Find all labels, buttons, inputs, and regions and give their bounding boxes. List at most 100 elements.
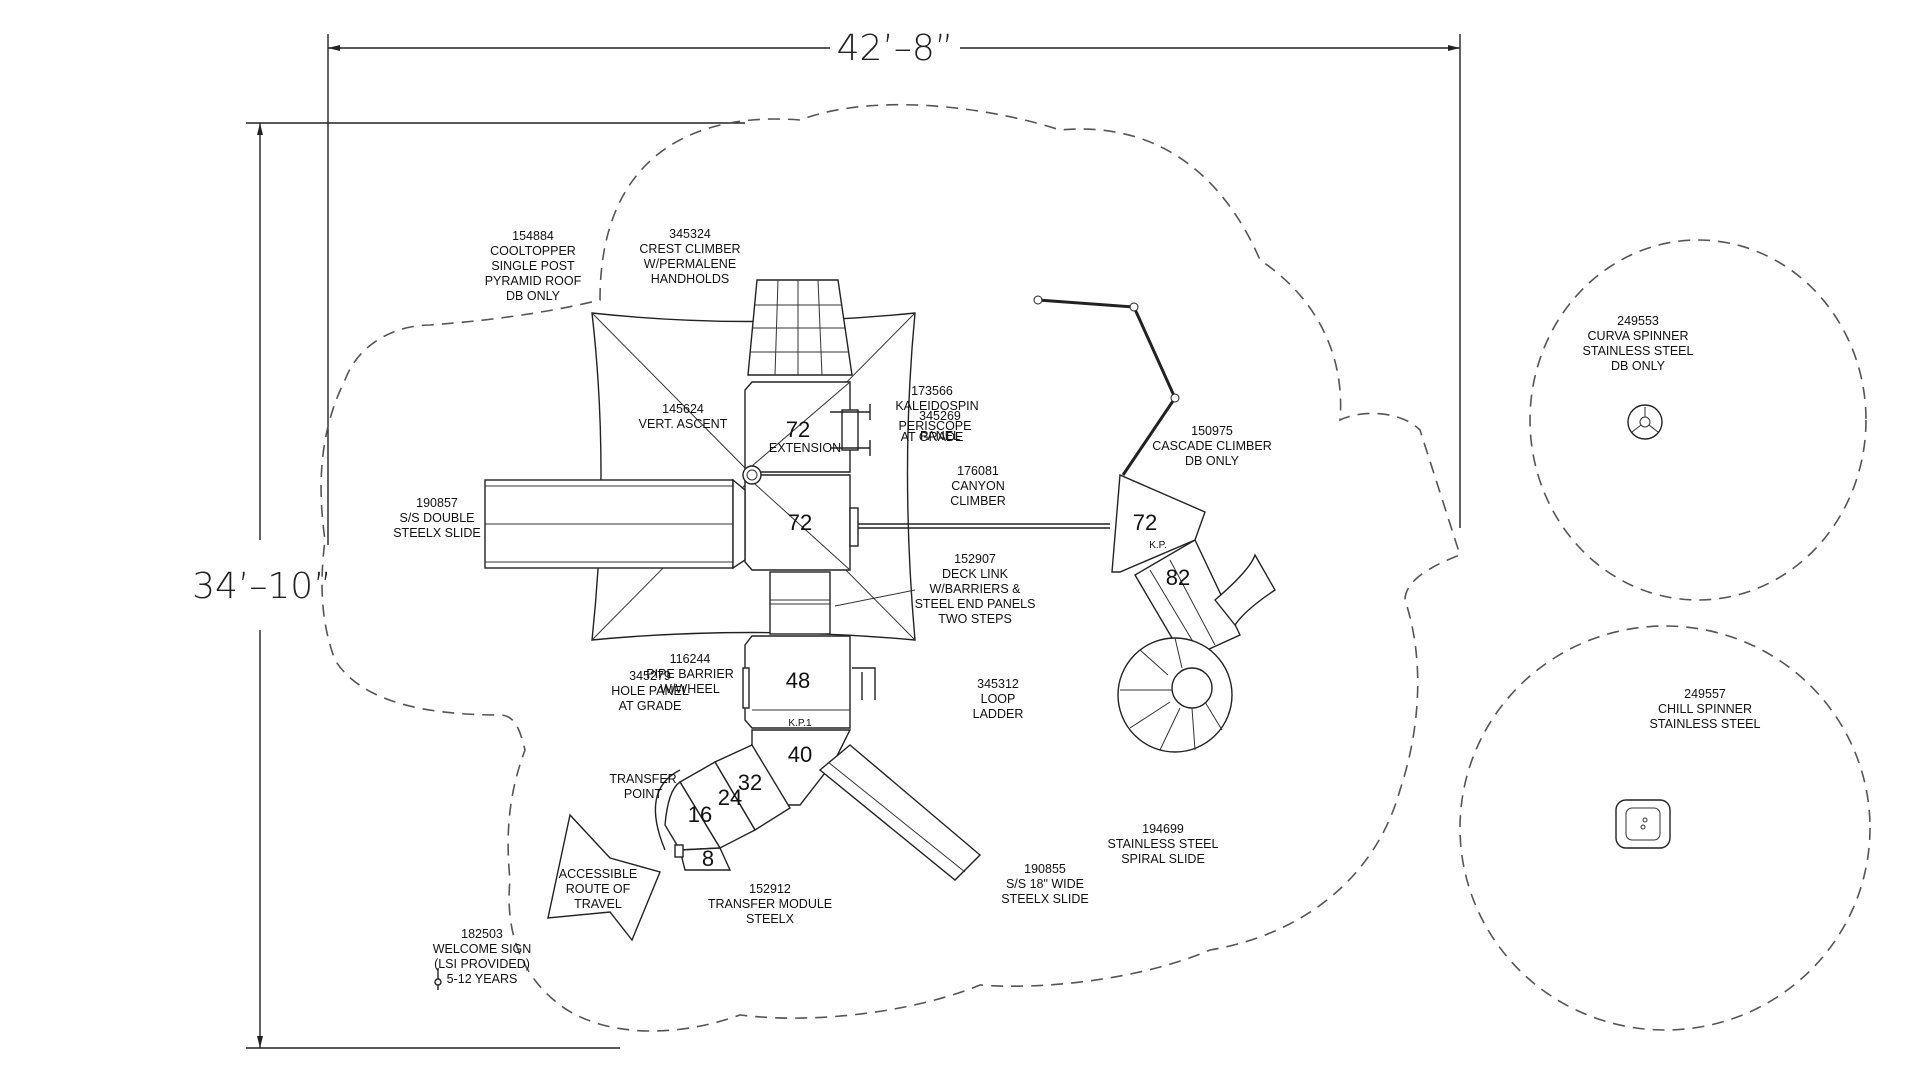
cascade-climber	[1033, 295, 1180, 476]
welcome-sign-label: 182503 WELCOME SIGN (LSI PROVIDED) 5-12 …	[433, 927, 532, 986]
kaleidospin-label: 173566 KALEIDOSPIN PANEL 345269 PERISCOP…	[895, 384, 978, 444]
height-dimension: 34’–10”	[192, 122, 745, 1049]
transfer-point-label-line: TRANSFER	[609, 772, 676, 786]
hole-panel-label-line: 345279	[629, 669, 671, 683]
accessible-route-label-line: ROUTE OF	[566, 882, 631, 896]
crest-climber-label-line: CREST CLIMBER	[639, 242, 740, 256]
double-slide-label: 190857 S/S DOUBLE STEELX SLIDE	[393, 496, 481, 540]
welcome-sign-label-line: 182503	[461, 927, 503, 941]
crest-climber-label-line: W/PERMALENE	[644, 257, 736, 271]
kaleidospin-label-line: 173566	[911, 384, 953, 398]
curva-spinner	[1627, 404, 1663, 440]
kaleidospin-label-line: PANEL	[920, 429, 960, 443]
cooltopper-label-line: SINGLE POST	[491, 259, 575, 273]
wide-slide-label-line: 190855	[1024, 862, 1066, 876]
canyon-climber-label: 176081 CANYON CLIMBER	[950, 464, 1006, 508]
deck-height-72-b: 72	[788, 510, 812, 535]
deck-link-label: 152907 DECK LINK W/BARRIERS & STEEL END …	[834, 552, 1036, 626]
deck-height-72-c: 72	[1133, 510, 1157, 535]
curva-spinner-label-line: CURVA SPINNER	[1588, 329, 1689, 343]
transfer-point-label-line: POINT	[624, 787, 663, 801]
pipe-barrier-label-line: 116244	[670, 652, 711, 666]
crest-climber-label: 345324 CREST CLIMBER W/PERMALENE HANDHOL…	[639, 227, 740, 286]
welcome-sign-label-line: WELCOME SIGN	[433, 942, 532, 956]
width-dimension: 42’–8”	[327, 28, 1461, 545]
spiral-slide: 82	[1117, 539, 1276, 753]
chill-spinner-label-line: STAINLESS STEEL	[1650, 717, 1761, 731]
width-dimension-label: 42’–8”	[837, 28, 954, 69]
canyon-climber	[849, 507, 1110, 547]
extension-label: EXTENSION	[769, 441, 841, 455]
step-height-24: 24	[718, 785, 742, 810]
kaleidospin-label-line: 345269	[919, 409, 961, 423]
deck-link-label-line: W/BARRIERS &	[930, 582, 1022, 596]
transfer-module: 32 24 16 8	[654, 744, 791, 871]
transfer-module-label-line: STEELX	[746, 912, 795, 926]
crest-climber-label-line: 345324	[669, 227, 711, 241]
mid-deck: 48 K.P.1	[742, 635, 876, 729]
spiral-slide-label-line: STAINLESS STEEL	[1108, 837, 1219, 851]
chill-spinner	[1615, 799, 1671, 849]
crest-climber-label-line: HANDHOLDS	[651, 272, 730, 286]
wide-slide	[818, 744, 982, 881]
step-height-32: 32	[738, 770, 762, 795]
double-slide	[484, 478, 746, 570]
step-height-8: 8	[702, 846, 714, 871]
welcome-sign-label-line: (LSI PROVIDED)	[434, 957, 530, 971]
hole-panel-label: 345279 HOLE PANEL AT GRADE	[611, 669, 689, 713]
wide-slide-label-line: STEELX SLIDE	[1001, 892, 1089, 906]
canyon-climber-label-line: CANYON	[951, 479, 1004, 493]
cascade-climber-label-line: 150975	[1191, 424, 1233, 438]
deck-height-40: 40	[788, 742, 812, 767]
cascade-climber-label-line: DB ONLY	[1185, 454, 1240, 468]
curva-spinner-zone	[1529, 239, 1867, 601]
deck-link	[769, 571, 831, 635]
step-height-16: 16	[688, 802, 712, 827]
accessible-route-label: ACCESSIBLE ROUTE OF TRAVEL	[559, 867, 638, 911]
accessible-route-label-line: ACCESSIBLE	[559, 867, 638, 881]
spiral-slide-label-line: SPIRAL SLIDE	[1121, 852, 1205, 866]
hole-panel-label-line: HOLE PANEL	[611, 684, 689, 698]
welcome-sign-post	[434, 968, 442, 990]
wide-slide-label-line: S/S 18" WIDE	[1006, 877, 1084, 891]
transfer-point-label: TRANSFER POINT	[609, 772, 676, 801]
accessible-route-label-line: TRAVEL	[574, 897, 622, 911]
loop-ladder-label: 345312 LOOP LADDER	[973, 677, 1024, 721]
deck-height-72-a: 72	[786, 417, 810, 442]
double-slide-label-line: S/S DOUBLE	[399, 511, 474, 525]
loop-ladder-label-line: LOOP	[981, 692, 1016, 706]
chill-spinner-label: 249557 CHILL SPINNER STAINLESS STEEL	[1650, 687, 1761, 731]
hole-panel-label-line: AT GRADE	[619, 699, 682, 713]
chill-spinner-label-line: CHILL SPINNER	[1658, 702, 1752, 716]
spiral-slide-label: 194699 STAINLESS STEEL SPIRAL SLIDE	[1108, 822, 1219, 866]
kp-label: K.P.	[1149, 540, 1167, 551]
loop-ladder-label-line: LADDER	[973, 707, 1024, 721]
cooltopper-label-line: 154884	[512, 229, 554, 243]
upper-deck-a: 72 EXTENSION	[744, 381, 851, 473]
deck-link-label-line: STEEL END PANELS	[915, 597, 1036, 611]
vert-ascent-label-line: VERT. ASCENT	[639, 417, 728, 431]
chill-spinner-label-line: 249557	[1684, 687, 1726, 701]
pipe-barrier-label-line: PIPE BARRIER	[646, 667, 734, 681]
accessible-route-arrow	[547, 813, 661, 942]
deck-link-label-line: 152907	[954, 552, 996, 566]
canyon-climber-label-line: 176081	[957, 464, 999, 478]
curva-spinner-label-line: 249553	[1617, 314, 1659, 328]
kaleidospin-panel	[830, 404, 871, 456]
loop-ladder-label-line: 345312	[977, 677, 1019, 691]
cascade-climber-label: 150975 CASCADE CLIMBER DB ONLY	[1152, 424, 1271, 468]
wide-slide-label: 190855 S/S 18" WIDE STEELX SLIDE	[1001, 862, 1089, 906]
deck-height-48: 48	[786, 668, 810, 693]
kaleidospin-label-line: KALEIDOSPIN	[895, 399, 978, 413]
kp1-label: K.P.1	[788, 718, 812, 729]
height-dimension-label: 34’–10”	[192, 566, 332, 607]
step-height-82: 82	[1166, 565, 1190, 590]
curva-spinner-label-line: DB ONLY	[1611, 359, 1666, 373]
vert-ascent-label: 145624 VERT. ASCENT	[639, 402, 728, 431]
transfer-module-label-line: 152912	[749, 882, 791, 896]
transfer-module-label: 152912 TRANSFER MODULE STEELX	[708, 882, 832, 926]
pipe-barrier-label-line: W/WHEEL	[660, 682, 720, 696]
cooltopper-label-line: DB ONLY	[506, 289, 561, 303]
canyon-climber-label-line: CLIMBER	[950, 494, 1006, 508]
welcome-sign-label-line: 5-12 YEARS	[447, 972, 518, 986]
